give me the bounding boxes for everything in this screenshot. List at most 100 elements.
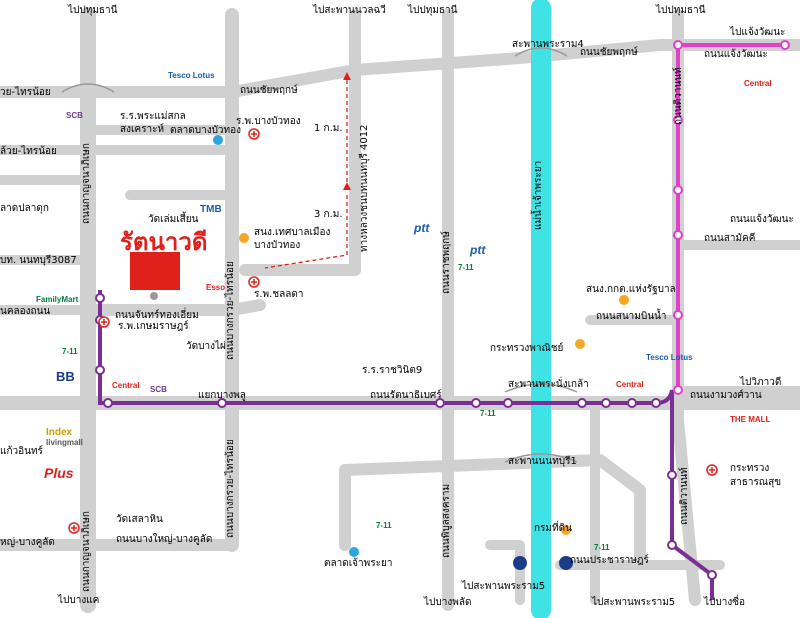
brand-scb-1: SCB — [66, 111, 83, 120]
left-road-2: ล้วย-ไทรน้อย — [0, 146, 57, 157]
place-bang-phlu-junction: แยกบางพลู — [198, 390, 246, 401]
place-wat-lem-sai: วัดเล่มเสี้ยน — [148, 214, 199, 225]
purple-line-station-4 — [217, 398, 227, 408]
left-road-4: บท. นนทบุรี3087 — [0, 255, 77, 266]
purple-line-station-14 — [707, 570, 717, 580]
place-commerce-ministry: กระทรวงพาณิชย์ — [490, 343, 564, 354]
chao-phraya-market-dot — [349, 547, 359, 557]
distance-line-3km — [264, 195, 348, 269]
road-bang-yai — [0, 524, 238, 551]
brand-central-1: Central — [744, 79, 772, 88]
place-election-office: สนง.กกต.แห่งรัฐบาล — [586, 284, 676, 295]
mrt-pink-line — [676, 43, 785, 390]
brand-index: Index — [46, 427, 73, 438]
road-nangsuean-label: สะพานพระนั่งเกล้า — [508, 379, 589, 390]
purple-line-station-5 — [435, 398, 445, 408]
road-chaiyapruek-label-2: ถนนชัยพฤกษ์ — [580, 47, 638, 58]
edge-label-top-1: ไปปทุมธานี — [68, 5, 118, 16]
distance-arrow-up — [343, 72, 351, 80]
bridge-nonthaburi1 — [504, 453, 578, 463]
pink-line-station-2 — [673, 185, 683, 195]
edge-label-bottom-1: ไปบางแค — [58, 595, 100, 606]
road-pracharat-label: ถนนประชาราษฎร์ — [570, 555, 649, 566]
left-road-6: แก้วอินทร์ — [0, 446, 43, 457]
road-rama4-bridge-label: สะพานพระราม4 — [512, 39, 584, 50]
bridge-nangklao — [504, 383, 578, 393]
edge-label-bottom-5: ไปบางซื่อ — [704, 597, 746, 608]
place-wat-salak-hin: วัดเสลาหิน — [116, 514, 163, 525]
edge-label-top-3: ไปปทุมธานี — [408, 5, 458, 16]
edge-label-top-right: ไปแจ้งวัฒนะ — [730, 27, 786, 38]
election-office-dot — [619, 295, 629, 305]
purple-line-station-3 — [103, 398, 113, 408]
purple-line-station-13 — [667, 540, 677, 550]
distance-3km-label: 3 ก.ม. — [314, 209, 343, 220]
brand-seven-5: 7-11 — [458, 263, 474, 272]
brand-seven-3: 7-11 — [594, 543, 610, 552]
road-chaiyapruek-label-1: ถนนชัยพฤกษ์ — [240, 85, 298, 96]
purple-line-station-9 — [601, 398, 611, 408]
road-ratchaphruek-label: ถนนราชพฤกษ์ — [441, 231, 452, 294]
pier-dot — [561, 525, 571, 535]
project-marker — [130, 252, 180, 290]
road-bang-kruai-sai-noi-label-2: ถนนบางกรวย-ไทรน้อย — [225, 439, 236, 538]
pink-line-station-0 — [673, 40, 683, 50]
left-road-7: หญ่-บางคูลัด — [0, 537, 55, 548]
edge-label-bottom-3: ไปบางพลัด — [424, 597, 472, 608]
bridges — [504, 47, 578, 463]
road-phibun — [485, 540, 525, 605]
pink-line-station-3 — [673, 230, 683, 240]
distance-arrow-mid — [343, 182, 351, 190]
pier-icon-0 — [513, 556, 527, 570]
pink-line-station-5 — [673, 385, 683, 395]
mrt-purple-line — [98, 290, 714, 600]
road-chan-thong-iam-label: ถนนจันทร์ทองเอี่ยม — [115, 310, 199, 321]
project-name: รัตนาวดี — [120, 228, 208, 256]
road-4012 — [239, 9, 361, 276]
place-municipality: สนง.เทศบาลเมืองบางบัวทอง — [254, 227, 331, 251]
road-chaengwattana-label-1: ถนนแจ้งวัฒนะ — [704, 49, 768, 60]
road-kanchanaphisek-label-1: ถนนกาญจนาภิเษก — [81, 143, 92, 224]
hospital-icon-1 — [248, 276, 260, 288]
place-chonlada-hospital: ร.พ.ชลลดา — [254, 289, 304, 300]
bridge-rama4 — [514, 47, 568, 57]
edge-label-bottom-2: ไปสะพานพระราม5 — [462, 581, 546, 592]
place-kasemrad-hospital: ร.พ.เกษมราษฎร์ — [118, 321, 189, 332]
brand-ptt-1: ptt — [414, 221, 430, 235]
brand-livingmall: livingmall — [46, 438, 83, 447]
purple-line-station-7 — [503, 398, 513, 408]
distance-1km-label: 1 ก.ม. — [314, 123, 343, 134]
edge-label-right-mid: ไปวิภาวดี — [740, 377, 782, 388]
brand-seven-1: 7-11 — [480, 409, 496, 418]
place-health-ministry: กระทรวงสาธารณสุข — [730, 463, 782, 488]
road-nonthaburi-bridge-label: สะพานนนทบุรี1 — [508, 456, 577, 467]
brand-the-mall: THE MALL — [730, 415, 771, 424]
edge-label-top-4: ไปปทุมธานี — [656, 5, 706, 16]
pink-line-station-4 — [673, 310, 683, 320]
road-tiwanon-label-2: ถนนติวานนท์ — [679, 467, 690, 525]
road-chaengwattana-label-2: ถนนแจ้งวัฒนะ — [730, 214, 794, 225]
hospital-icon-3 — [68, 522, 80, 534]
place-phramae-school: ร.ร.พระแม่สกลสงเคราะห์ — [120, 111, 186, 135]
hospital-icon-0 — [248, 128, 260, 140]
brand-bb: BB — [56, 369, 75, 384]
place-rajavinit-school: ร.ร.ราชวินิต9 — [362, 365, 423, 376]
road-kanchanaphisek-label-2: ถนนกาญจนาภิเษก — [81, 511, 92, 592]
brand-tesco-1: Tesco Lotus — [168, 71, 215, 80]
purple-line-station-12 — [667, 470, 677, 480]
place-pier: กรมที่ดิน — [534, 523, 572, 534]
edge-label-top-2: ไปสะพานนวลฉวี — [313, 5, 386, 16]
left-road-5: นคลองถนน — [0, 306, 51, 317]
brand-familymart: FamilyMart — [36, 295, 79, 304]
project-marker-dot — [150, 292, 158, 300]
municipality-dot — [239, 233, 249, 243]
road-inner-2 — [125, 155, 237, 200]
purple-line-station-0 — [95, 293, 105, 303]
purple-line-station-2 — [95, 365, 105, 375]
left-road-1: วย-ไทรน้อย — [0, 87, 51, 98]
poi-dots — [68, 128, 718, 570]
commerce-ministry-dot — [575, 339, 585, 349]
brand-central-2: Central — [112, 381, 140, 390]
